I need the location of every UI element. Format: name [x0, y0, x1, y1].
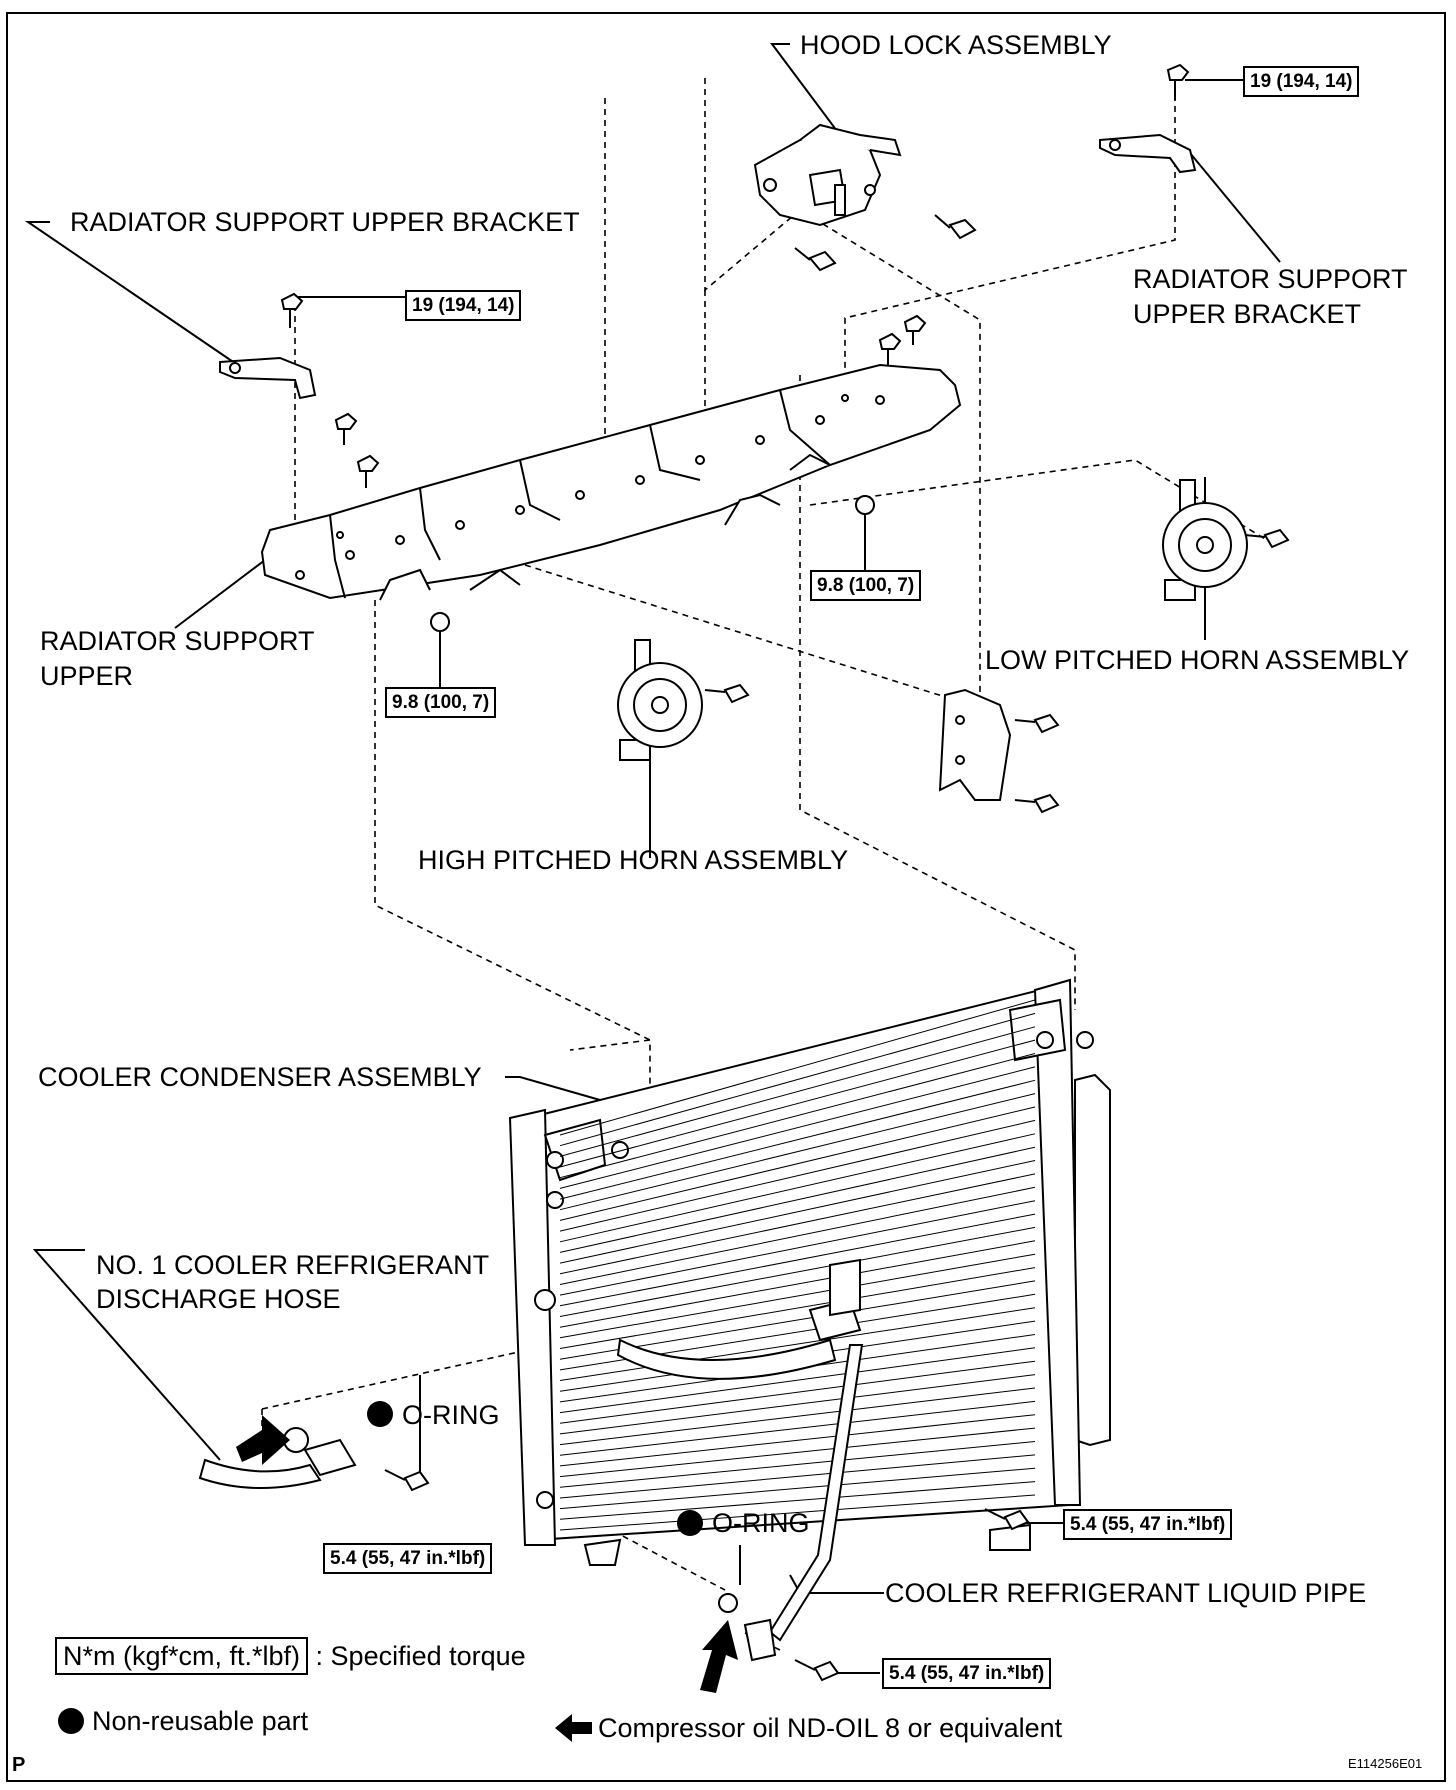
fin-line — [559, 1253, 1036, 1339]
condenser-fins — [559, 999, 1036, 1531]
leader-lines — [24, 43, 1281, 1674]
torque-nut-left: 9.8 (100, 7) — [385, 687, 497, 718]
label-oring-1: O-RING — [402, 1400, 500, 1430]
pipes-drawing — [198, 1258, 864, 1662]
fin-line — [559, 1039, 1036, 1168]
figure-id: E114256E01 — [1348, 1756, 1423, 1771]
legend-nonreusable-text: Non-reusable part — [92, 1706, 309, 1736]
fin-line — [559, 1267, 1036, 1349]
fin-line — [559, 1186, 1036, 1285]
fin-line — [559, 999, 1036, 1136]
radiator-support-drawing — [260, 363, 962, 601]
corner-mark: P — [12, 1754, 26, 1776]
legend-torque-box: N*m (kgf*cm, ft.*lbf) — [55, 1637, 309, 1675]
side-bracket-drawing — [938, 688, 1060, 814]
torque-nut-right: 9.8 (100, 7) — [810, 570, 922, 601]
fin-line — [559, 1494, 1036, 1531]
fin-line — [559, 1119, 1036, 1232]
nonreusable-dot-icon — [58, 1707, 84, 1734]
fin-line — [559, 1226, 1036, 1317]
label-bracket-right-1: RADIATOR SUPPORT — [1133, 264, 1408, 294]
label-hood-lock: HOOD LOCK ASSEMBLY — [800, 30, 1112, 60]
fin-line — [559, 1146, 1036, 1253]
fin-line — [559, 1360, 1036, 1424]
label-oring-2: O-RING — [712, 1508, 810, 1538]
left-bracket-drawing — [219, 292, 317, 400]
label-bracket-left: RADIATOR SUPPORT UPPER BRACKET — [70, 207, 580, 237]
fin-line — [559, 1079, 1036, 1200]
right-bracket-drawing — [1099, 63, 1197, 174]
fin-line — [559, 1133, 1036, 1243]
fin-line — [559, 1400, 1036, 1456]
label-bracket-right-2: UPPER BRACKET — [1133, 299, 1362, 329]
torque-condenser: 5.4 (55, 47 in.*lbf) — [1063, 1509, 1233, 1540]
label-high-horn: HIGH PITCHED HORN ASSEMBLY — [418, 845, 849, 875]
fin-line — [559, 1106, 1036, 1221]
high-horn-drawing — [617, 639, 750, 761]
legend-torque-desc: : Specified torque — [315, 1641, 526, 1671]
label-liquid-pipe: COOLER REFRIGERANT LIQUID PIPE — [885, 1578, 1367, 1608]
fin-line — [559, 1053, 1036, 1179]
low-horn-drawing — [1162, 479, 1290, 601]
legend-oil: Compressor oil ND-OIL 8 or equivalent — [598, 1713, 1063, 1743]
torque-bracket-right: 19 (194, 14) — [1243, 66, 1360, 97]
legend-torque: N*m (kgf*cm, ft.*lbf) : Specified torque — [55, 1637, 526, 1675]
label-low-horn: LOW PITCHED HORN ASSEMBLY — [985, 645, 1410, 675]
label-condenser: COOLER CONDENSER ASSEMBLY — [38, 1062, 482, 1092]
nonreusable-markers — [367, 1401, 703, 1536]
fin-line — [559, 1387, 1036, 1446]
fin-line — [559, 1173, 1036, 1275]
label-hose-1: NO. 1 COOLER REFRIGERANT — [96, 1250, 490, 1280]
support-bolts — [334, 314, 927, 632]
fin-line — [559, 1427, 1036, 1478]
fin-line — [559, 1012, 1036, 1147]
hood-lock-bolts — [794, 214, 977, 272]
fin-line — [559, 1374, 1036, 1435]
condenser-drawing — [508, 978, 1111, 1566]
label-support-upper-2: UPPER — [40, 661, 134, 691]
fin-line — [559, 1160, 1036, 1264]
fin-line — [559, 1481, 1036, 1520]
fin-line — [559, 1200, 1036, 1296]
label-support-upper-1: RADIATOR SUPPORT — [40, 626, 315, 656]
oil-arrows — [236, 1415, 738, 1742]
fin-line — [559, 1307, 1036, 1381]
o-rings — [283, 1427, 738, 1613]
figure-frame — [6, 12, 1446, 1782]
fin-line — [559, 1240, 1036, 1328]
fin-line — [559, 1454, 1036, 1499]
fin-line — [559, 1213, 1036, 1307]
fin-line — [559, 1066, 1036, 1189]
fin-line — [559, 1026, 1036, 1157]
torque-hose: 5.4 (55, 47 in.*lbf) — [323, 1543, 493, 1574]
fin-line — [559, 1414, 1036, 1467]
hood-lock-drawing — [753, 123, 902, 227]
torque-pipe: 5.4 (55, 47 in.*lbf) — [882, 1658, 1052, 1689]
legend-nonreusable: Non-reusable part — [58, 1704, 308, 1738]
fin-line — [559, 1093, 1036, 1211]
pipe-bolts — [384, 1469, 1030, 1682]
fin-line — [559, 1467, 1036, 1510]
label-hose-2: DISCHARGE HOSE — [96, 1284, 341, 1314]
fin-line — [559, 1280, 1036, 1360]
torque-bracket-left: 19 (194, 14) — [405, 290, 522, 321]
fin-line — [559, 1441, 1036, 1488]
fin-line — [559, 1347, 1036, 1414]
